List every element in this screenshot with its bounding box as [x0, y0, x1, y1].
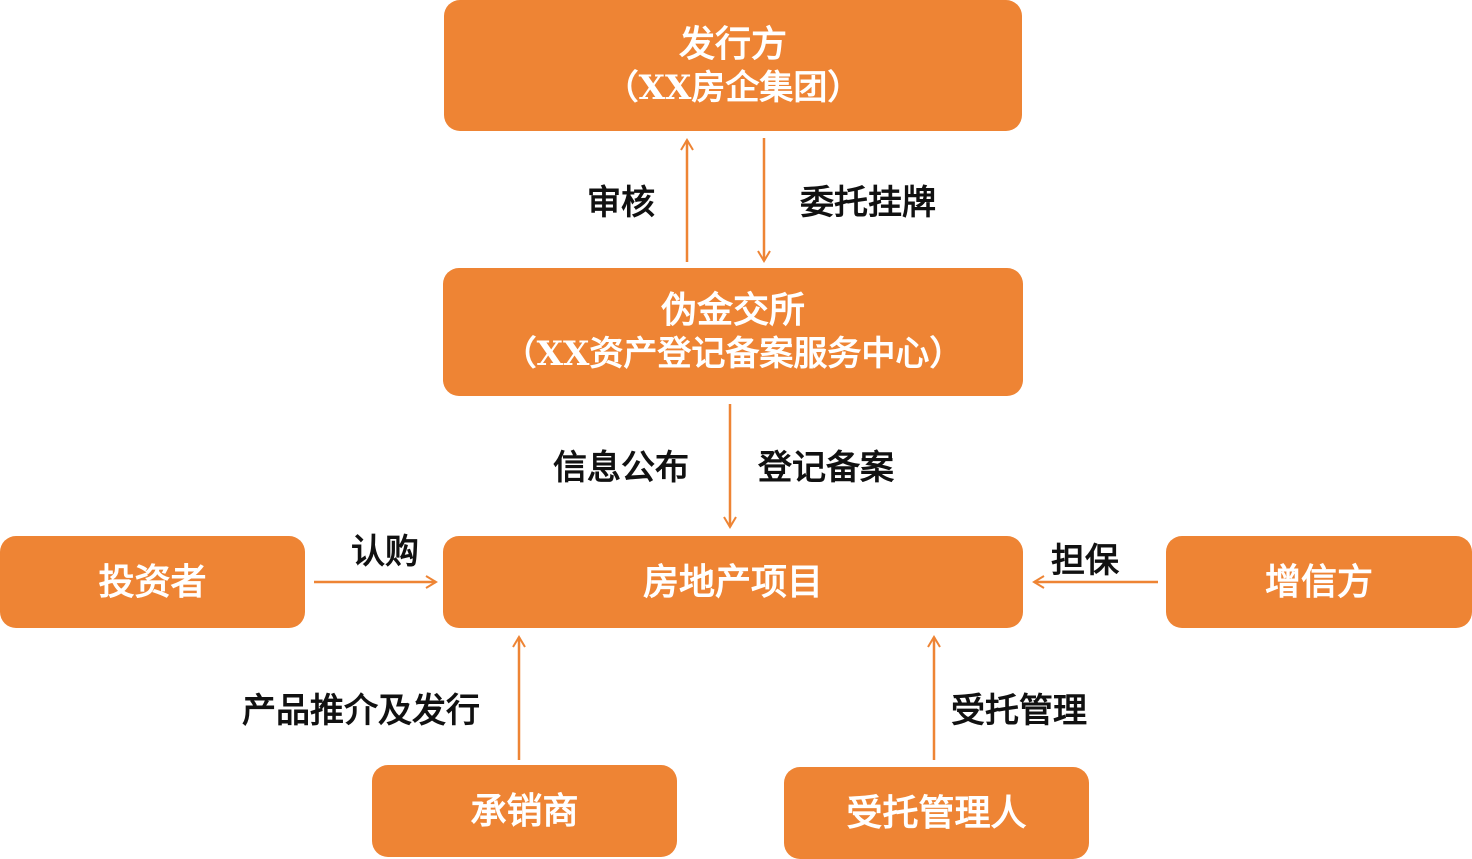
- label-trust-management: 受托管理: [951, 691, 1087, 731]
- project-title: 房地产项目: [642, 561, 823, 603]
- node-project: 房地产项目: [443, 536, 1023, 628]
- exchange-title: 伪金交所: [660, 289, 805, 331]
- node-trustee: 受托管理人: [784, 767, 1089, 859]
- label-registration: 登记备案: [758, 448, 894, 488]
- label-guarantee: 担保: [1051, 541, 1119, 581]
- label-subscribe: 认购: [351, 532, 419, 572]
- label-promotion-issuance: 产品推介及发行: [242, 691, 480, 731]
- label-review: 审核: [587, 183, 655, 223]
- underwriter-title: 承销商: [470, 790, 579, 832]
- node-underwriter: 承销商: [372, 765, 677, 857]
- trustee-title: 受托管理人: [846, 792, 1027, 834]
- label-entrust-listing: 委托挂牌: [800, 183, 936, 223]
- node-exchange: 伪金交所 （XX资产登记备案服务中心）: [443, 268, 1023, 396]
- issuer-title: 发行方: [678, 22, 787, 65]
- guarantor-title: 增信方: [1264, 561, 1373, 603]
- label-info-publish: 信息公布: [553, 448, 689, 488]
- issuer-subtitle: （XX房企集团）: [604, 67, 862, 108]
- node-guarantor: 增信方: [1166, 536, 1472, 628]
- node-issuer: 发行方 （XX房企集团）: [444, 0, 1022, 131]
- node-investor: 投资者: [0, 536, 305, 628]
- exchange-subtitle: （XX资产登记备案服务中心）: [502, 334, 964, 374]
- investor-title: 投资者: [98, 561, 207, 603]
